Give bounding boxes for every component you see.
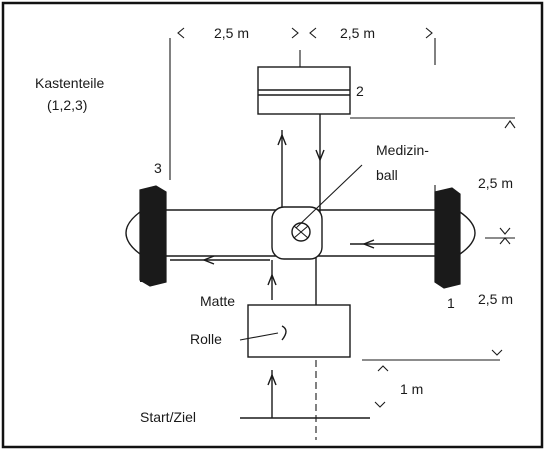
onem-upper-arrow — [377, 365, 389, 372]
matte-mat — [247, 304, 351, 358]
medizinball-junction — [271, 164, 363, 260]
rolle-label: Rolle — [190, 331, 222, 347]
dist-1m-label: 1 m — [400, 381, 423, 397]
kastenteile-sub-label: (1,2,3) — [47, 97, 87, 113]
kastenteile-label: Kastenteile — [35, 75, 104, 91]
box-part-1 — [434, 187, 461, 289]
box-1-number: 1 — [447, 295, 455, 311]
onem-lower-arrow — [374, 401, 386, 408]
medizinball-label-2: ball — [376, 167, 398, 183]
dist-right-label: 2,5 m — [340, 25, 375, 41]
box-part-3 — [139, 185, 167, 287]
box-2-number: 2 — [356, 83, 364, 99]
central-paths — [267, 50, 325, 440]
rolle-pointer — [239, 332, 279, 341]
matte-label: Matte — [200, 293, 235, 309]
box-3-number: 3 — [154, 160, 162, 176]
matte-dimension-arrow — [491, 349, 503, 356]
rolle-mark — [281, 325, 287, 341]
right-dimension-marks — [434, 185, 515, 245]
box-part-2 — [257, 66, 351, 115]
top-dimension-marks — [169, 27, 436, 65]
start-ziel-label: Start/Ziel — [140, 409, 196, 425]
dist-side-bottom-label: 2,5 m — [478, 291, 513, 307]
medizinball-label-1: Medizin- — [376, 142, 429, 158]
dist-left-label: 2,5 m — [214, 25, 249, 41]
box2-dimension-arrow — [504, 120, 516, 129]
dist-side-top-label: 2,5 m — [478, 175, 513, 191]
